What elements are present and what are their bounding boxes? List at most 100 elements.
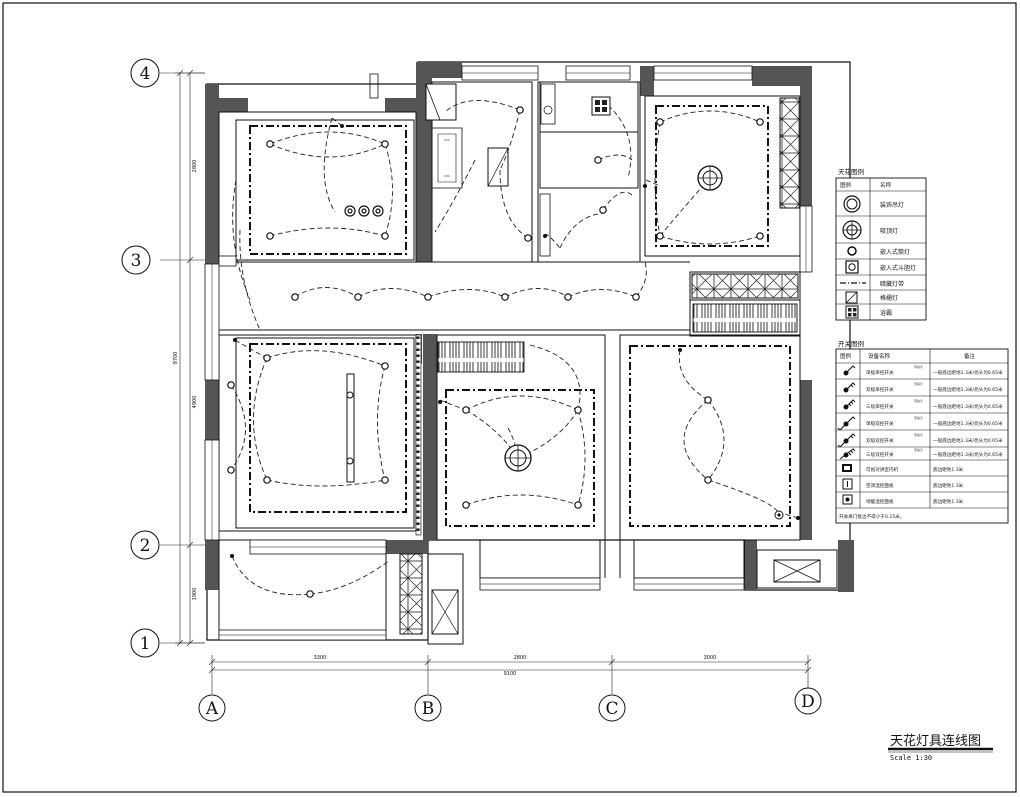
recessed-downlights [227, 106, 764, 598]
switch-legend-item: 空调温控面板 [866, 482, 894, 489]
switch-legend-note: 一般底边距地1.3米/亮头为0.65米 [933, 386, 1003, 393]
ceiling-legend-item: 浴霸 [880, 309, 892, 317]
kitchen-counter [431, 127, 463, 189]
wardrobe-rail-mid [437, 341, 525, 373]
switch-legend-item: 地暖温控面板 [866, 498, 894, 505]
switch-legend-note: 底边距地1.3米 [933, 482, 964, 489]
switch-legend-tag: 带指示 [914, 398, 923, 403]
switch-legend-item: 三极双控开关 [866, 451, 894, 458]
grid-bubble-col-c: C [598, 694, 626, 722]
ceiling-lamp-master [697, 165, 723, 191]
dim-bottom-1: 3300 [314, 655, 327, 661]
drawing-title: 天花灯具连线图 [890, 733, 981, 749]
switch-legend-item: 可视对讲室内机 [866, 466, 899, 473]
dimmer-switch-icon [842, 464, 852, 472]
switch-legend-item: 双极单控开关 [866, 386, 894, 393]
ac-unit-cross [773, 559, 821, 583]
grid-label: C [605, 699, 618, 719]
grid-label: D [801, 692, 815, 712]
dim-left-2: 4900 [192, 396, 198, 409]
recessed-grille-lamp-icon [845, 260, 859, 274]
wall-switches [230, 124, 800, 558]
ceiling-legend-title: 天花图例 [838, 167, 864, 176]
switch-legend-item: 单极单控开关 [866, 369, 894, 376]
dimension-lines [175, 69, 812, 674]
switch-legend-tag: 带指示 [914, 432, 923, 437]
ceiling-legend-item: 嵌入式斗胆灯 [880, 264, 916, 272]
grid-label: A [205, 699, 219, 719]
switch-legend-note: 一般底边距地1.3米/亮头为0.65米 [933, 437, 1003, 444]
double-gang-switch-icon [843, 382, 856, 393]
ceiling-legend-item: 吸顶灯 [880, 227, 898, 235]
switch-legend-tag: 带指示 [914, 364, 923, 369]
utility-cabinet-cross [431, 589, 459, 635]
linear-track-lamp [346, 373, 355, 483]
switch-legend-note: 底边距地1.3米 [933, 498, 964, 505]
double-gang-2way-switch-icon [837, 433, 856, 448]
floor-heating-panel-marker [774, 510, 784, 520]
wardrobe-north [779, 97, 801, 209]
dim-left-total: 9700 [173, 352, 179, 365]
bath-heater-icon [845, 305, 859, 319]
floor-heating-panel-icon [842, 494, 853, 505]
recessed-downlight-icon [847, 246, 857, 256]
triple-gang-switch-icon [843, 399, 856, 410]
switch-legend-note: 底边距地1.3米 [933, 466, 964, 473]
sliding-door-chain [415, 334, 422, 536]
switch-legend-item: 双极双控开关 [866, 437, 894, 444]
hidden-light-strip-outlines [249, 105, 791, 527]
lighting-circuit-wiring [230, 99, 799, 596]
ceiling-legend-item: 嵌入式筒灯 [880, 248, 910, 256]
grille-lamp-icon [845, 291, 858, 304]
grid-bubble-row-2: 2 [130, 530, 160, 560]
drawing-scale: Scale 1:30 [890, 754, 932, 762]
switch-legend-tag: 带指示 [914, 381, 923, 386]
ceiling-legend-item: 装饰吊灯 [880, 201, 904, 209]
switch-legend-note: 一般底边距地1.3米/亮头为0.65米 [933, 403, 1003, 410]
triple-spot-lamp [344, 205, 384, 217]
dim-left-3: 1900 [192, 588, 198, 601]
single-gang-switch-icon [843, 365, 856, 376]
triple-gang-2way-switch-icon [839, 448, 856, 460]
grid-bubble-row-3: 3 [121, 245, 151, 275]
ceiling-legend-item: 格栅灯 [880, 294, 898, 302]
grid-label: 4 [140, 64, 151, 84]
switch-legend: 开关图例 图例 设备名称 备注 [835, 339, 1009, 524]
switch-legend-item: 三极单控开关 [866, 403, 894, 410]
grid-bubble-col-d: D [794, 687, 822, 715]
floor-plan [204, 61, 854, 645]
window-glazing-lines [211, 72, 807, 636]
grid-label: B [422, 699, 435, 719]
switch-legend-note: 一般底边距地1.3米/亮头为0.65米 [933, 420, 1003, 427]
switch-legend-note: 一般底边距地1.3米/亮头为0.65米 [933, 451, 1003, 458]
washbasin [540, 83, 556, 125]
wardrobe-mid [691, 273, 799, 299]
switch-legend-tag: 带指示 [914, 415, 923, 420]
switch-legend-footnote: 开关离门框边不得小于0.15米。 [839, 513, 904, 520]
grid-bubble-row-1: 1 [130, 628, 160, 658]
entrance-door-frame [369, 73, 379, 99]
single-gang-2way-switch-icon [837, 416, 856, 431]
range-hood [425, 83, 457, 121]
dim-bottom-total: 9100 [504, 671, 517, 677]
switch-legend-note: 一般底边距地1.3米/亮头为0.65米 [933, 369, 1003, 376]
shower-tray [539, 193, 551, 257]
wardrobe-rail-east [692, 303, 798, 333]
interior-walls [218, 81, 838, 645]
switch-legend-tag: 带指示 [914, 447, 923, 452]
ceiling-legend-item: 暗藏灯带 [880, 280, 904, 288]
title-block: 天花灯具连线图 Scale 1:30 [888, 733, 993, 762]
dim-bottom-2: 2800 [514, 655, 527, 661]
switch-legend-title: 开关图例 [838, 339, 864, 348]
switch-legend-item: 单极双控开关 [866, 420, 894, 427]
switch-legend-col-note: 备注 [964, 352, 976, 360]
bath-heater [591, 96, 611, 116]
grid-label: 3 [131, 251, 142, 271]
dim-left-1: 2800 [192, 160, 198, 173]
ac-control-panel-icon [842, 478, 853, 490]
dim-bottom-3: 3000 [704, 655, 717, 661]
switch-legend-col-symbol: 图例 [840, 352, 852, 360]
ceiling-lamp-bedroom2 [504, 444, 532, 472]
